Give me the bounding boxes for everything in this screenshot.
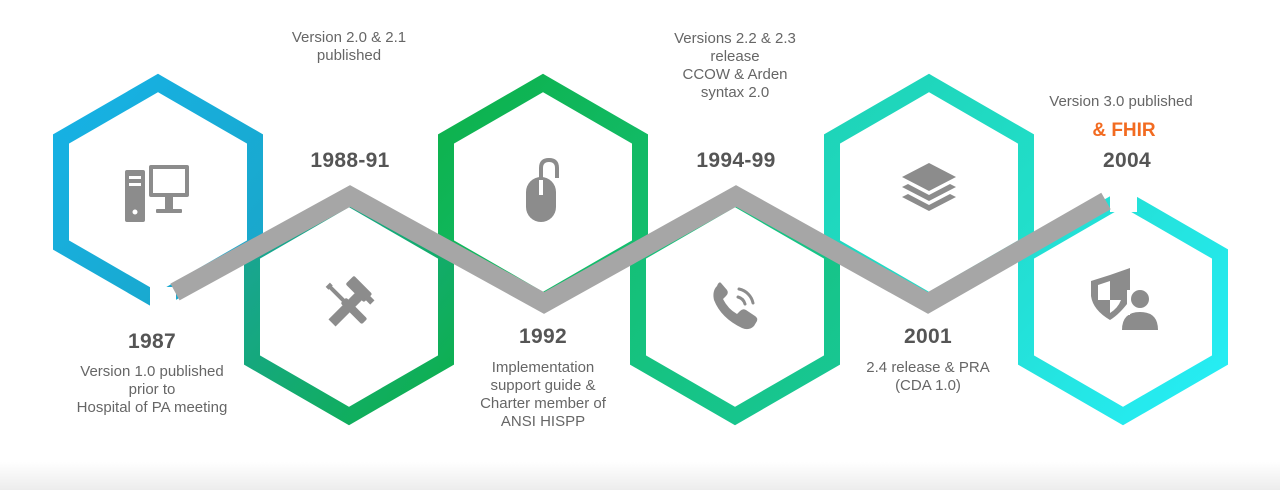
year-label-2004: 2004: [1103, 149, 1151, 172]
year-label-2001: 2001: [904, 325, 952, 348]
milestone-description-1992: Implementation support guide & Charter m…: [480, 359, 606, 430]
year-label-1988-91: 1988-91: [310, 149, 390, 172]
fhir-highlight-label: & FHIR: [1092, 120, 1156, 141]
year-label-1994-99: 1994-99: [696, 149, 776, 172]
bottom-band: [0, 462, 1280, 490]
layers-icon: [902, 163, 956, 211]
desktop-computer-icon: [125, 165, 189, 222]
hammer-screwdriver-icon: [325, 276, 375, 327]
shield-user-icon: [1091, 268, 1158, 330]
milestone-description-1987: Version 1.0 published prior to Hospital …: [76, 363, 228, 416]
timeline-connector: [170, 185, 1111, 314]
year-label-1992: 1992: [519, 325, 567, 348]
milestone-description-2004: Version 3.0 published: [1049, 93, 1193, 110]
milestone-description-2001: 2.4 release & PRA (CDA 1.0): [866, 359, 990, 394]
mouse-icon: [526, 157, 559, 222]
phone-icon: [713, 282, 758, 330]
milestone-description-1988-91: Version 2.0 & 2.1 published: [291, 29, 407, 64]
year-label-1987: 1987: [128, 330, 176, 353]
milestone-description-1994-99: Versions 2.2 & 2.3 release CCOW & Arden …: [674, 30, 796, 101]
